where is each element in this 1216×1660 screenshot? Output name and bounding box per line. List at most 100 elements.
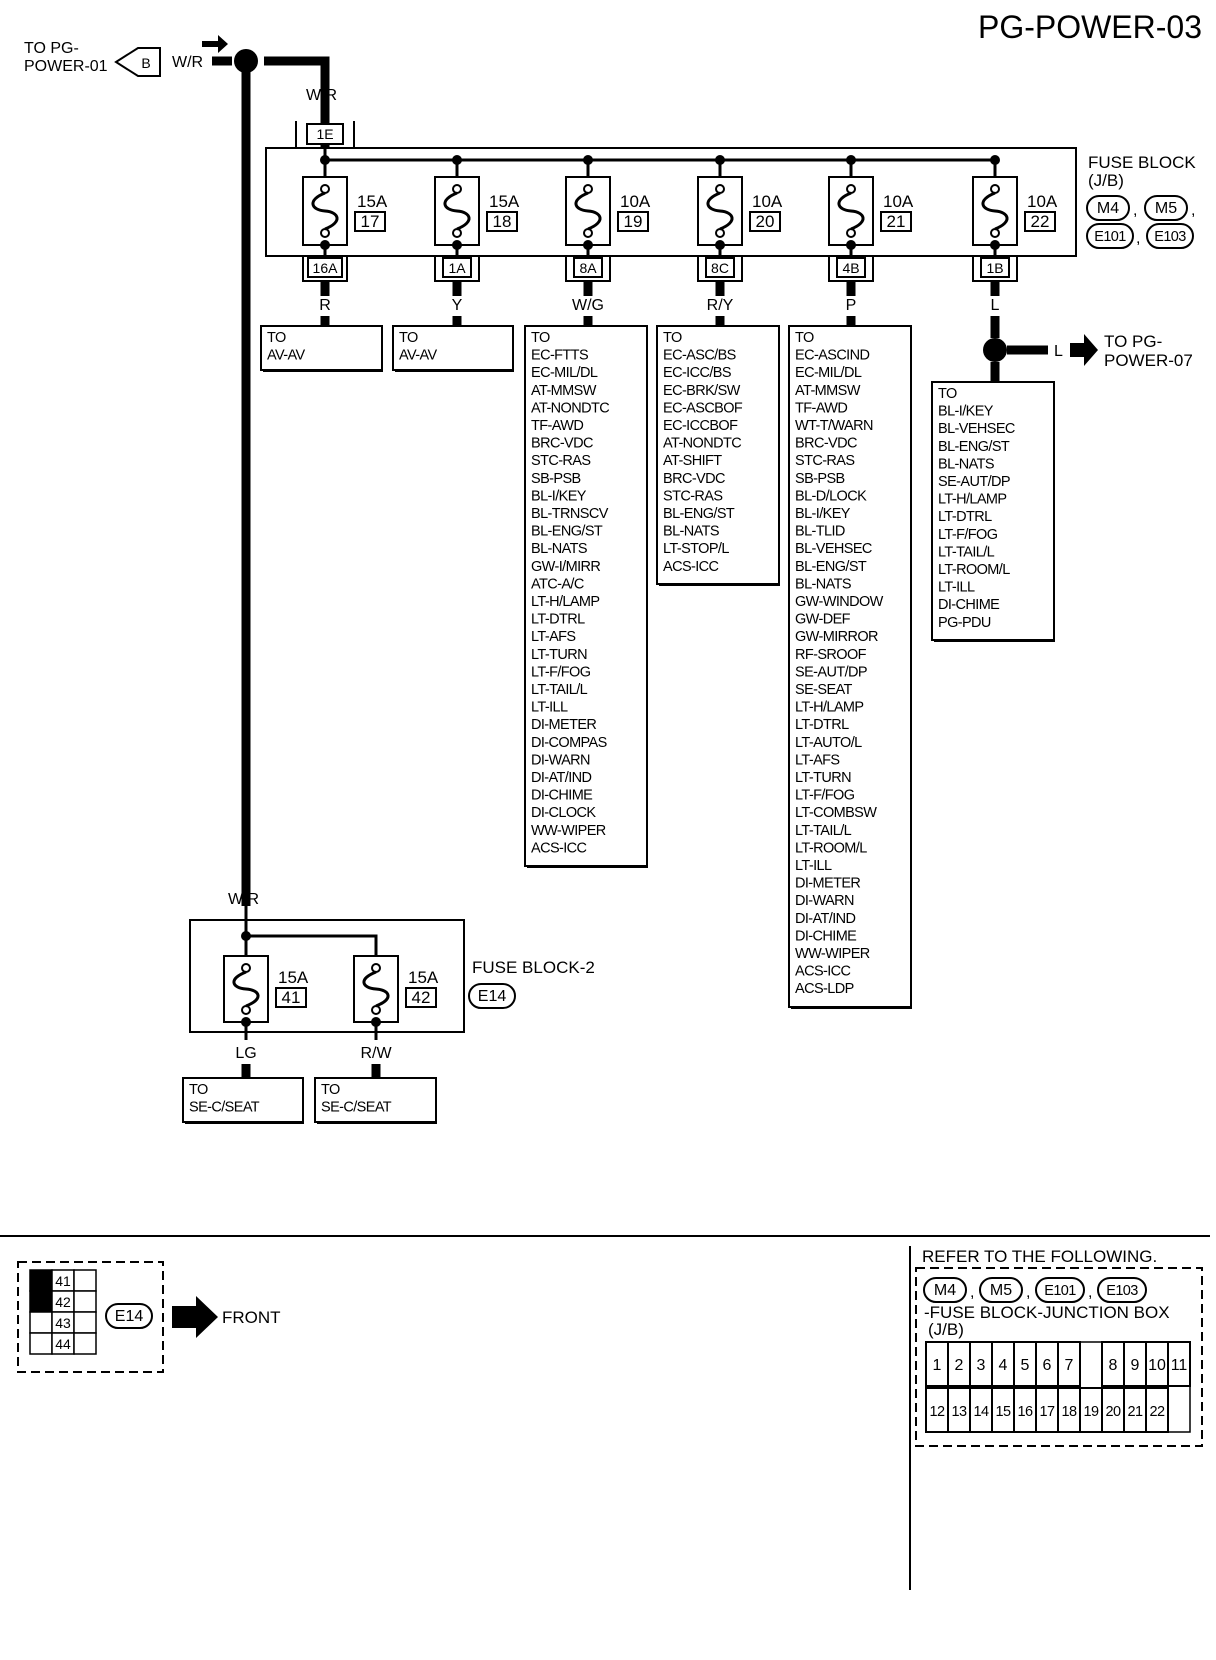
destination-item: TO — [267, 330, 286, 346]
destination-item: DI-METER — [531, 717, 596, 733]
destination-item: SE-C/SEAT — [189, 1100, 260, 1116]
destination-item: BL-ENG/ST — [531, 524, 603, 540]
destination-item: EC-ASCBOF — [663, 400, 743, 416]
destination-item: ACS-ICC — [663, 559, 719, 575]
fuse-number: 17 — [361, 212, 380, 231]
destination-item: LT-ILL — [795, 858, 832, 874]
destination-item: BL-NATS — [663, 524, 719, 540]
page-code: PG-POWER-03 — [978, 9, 1202, 45]
destination-item: LT-F/FOG — [938, 527, 998, 543]
fuse-number: 19 — [624, 212, 643, 231]
destination-item: DI-AT/IND — [531, 770, 592, 786]
jb-terminal-number: 17 — [1040, 1404, 1055, 1420]
fuse-amp: 10A — [883, 192, 914, 211]
refer-connector-m4: M4 — [934, 1282, 956, 1299]
jb-terminal-number: 22 — [1150, 1404, 1165, 1420]
fuse-element-icon — [574, 191, 602, 231]
destination-item: TF-AWD — [531, 418, 583, 434]
fuse-element-icon — [232, 970, 260, 1008]
wire-to-fuse-block — [264, 56, 330, 128]
svg-text:,: , — [1026, 1284, 1030, 1301]
fuse-element-icon — [443, 191, 471, 231]
wire-color-label: W/G — [572, 297, 604, 314]
connector-1e: 1E — [316, 126, 333, 142]
destination-item: EC-ASCIND — [795, 348, 869, 364]
destination-item: AT-MMSW — [795, 383, 861, 399]
destination-item: BL-I/KEY — [795, 506, 851, 522]
fb2-box — [189, 919, 465, 1033]
destination-item: AT-NONDTC — [531, 400, 609, 416]
out-connector: 4B — [842, 260, 859, 276]
fuse-number: 18 — [493, 212, 512, 231]
front-arrow-icon — [172, 1296, 218, 1338]
destination-item: EC-MIL/DL — [531, 365, 598, 381]
destination-item: EC-MIL/DL — [795, 365, 862, 381]
refer-desc-1: -FUSE BLOCK-JUNCTION BOX — [924, 1303, 1170, 1322]
wire-color-label: L — [991, 297, 1000, 314]
destination-item: ACS-ICC — [795, 964, 851, 980]
destination-item: DI-CLOCK — [531, 805, 596, 821]
jb-terminal-number: 2 — [955, 1357, 964, 1374]
destination-item: BRC-VDC — [663, 471, 725, 487]
fuse-amp: 10A — [1027, 192, 1058, 211]
destination-item: BL-NATS — [531, 541, 587, 557]
destination-item: SE-C/SEAT — [321, 1100, 392, 1116]
fuse-22: 10A221BLTOBL-I/KEYBL-VEHSECBL-ENG/STBL-N… — [931, 155, 1058, 642]
destination-item: BL-D/LOCK — [795, 488, 867, 504]
destination-item: BL-TRNSCV — [531, 506, 609, 522]
destination-item: GW-I/MIRR — [531, 559, 600, 575]
destination-item: WT-T/WARN — [795, 418, 873, 434]
wire-color-label: R/W — [360, 1045, 392, 1062]
destination-item: SE-SEAT — [795, 682, 853, 698]
destination-item: BL-NATS — [795, 576, 851, 592]
destination-item: TO — [663, 330, 682, 346]
destination-item: WW-WIPER — [795, 946, 870, 962]
destination-item: LT-DTRL — [531, 612, 585, 628]
jb-terminal-number: 11 — [1171, 1357, 1188, 1374]
svg-text:,: , — [1191, 202, 1195, 219]
jb-terminal-number: 3 — [977, 1357, 986, 1374]
svg-text:,: , — [1136, 230, 1140, 247]
destination-item: AT-NONDTC — [663, 436, 741, 452]
destination-item: AT-SHIFT — [663, 453, 722, 469]
destination-item: LT-ILL — [938, 580, 975, 596]
destination-item: BRC-VDC — [531, 436, 593, 452]
destination-item: WW-WIPER — [531, 823, 606, 839]
fb-connector-e101: E101 — [1094, 229, 1126, 245]
jb-terminal-number: 19 — [1084, 1404, 1099, 1420]
destination-item: EC-ICC/BS — [663, 365, 731, 381]
jb-terminal-number: 8 — [1109, 1357, 1118, 1374]
destination-item: EC-FTTS — [531, 348, 588, 364]
flow-arrow-icon — [202, 35, 228, 53]
fuse-element-icon — [311, 191, 339, 231]
jb-terminal-number: 21 — [1128, 1404, 1143, 1420]
destination-item: LT-TAIL/L — [795, 823, 852, 839]
destination-item: TO — [531, 330, 550, 346]
fuse-block-subtitle: (J/B) — [1088, 171, 1124, 190]
destination-item: LT-ROOM/L — [938, 562, 1010, 578]
wire-color-label: LG — [235, 1045, 256, 1062]
refer-desc-2: (J/B) — [928, 1320, 964, 1339]
destination-item: PG-PDU — [938, 615, 991, 631]
destination-item: BL-ENG/ST — [795, 559, 867, 575]
destination-item: DI-WARN — [795, 893, 854, 909]
fuse-element-icon — [981, 191, 1009, 231]
fb2-wire-in: W/R — [228, 891, 259, 908]
destination-item: LT-AUTO/L — [795, 735, 862, 751]
destination-item: GW-DEF — [795, 612, 851, 628]
fuse-number: 20 — [756, 212, 775, 231]
destination-item: BL-NATS — [938, 456, 994, 472]
destination-item: BL-ENG/ST — [663, 506, 735, 522]
fuse-amp: 15A — [278, 968, 309, 987]
fuse-amp: 15A — [489, 192, 520, 211]
branch-to-2: POWER-07 — [1104, 351, 1193, 370]
out-connector: 1A — [448, 260, 466, 276]
jb-terminal-number: 4 — [999, 1357, 1008, 1374]
jb-terminal-number: 15 — [996, 1404, 1011, 1420]
input-to-label-1: TO PG- — [24, 40, 79, 57]
destination-item: STC-RAS — [795, 453, 854, 469]
fuse-amp: 10A — [752, 192, 783, 211]
